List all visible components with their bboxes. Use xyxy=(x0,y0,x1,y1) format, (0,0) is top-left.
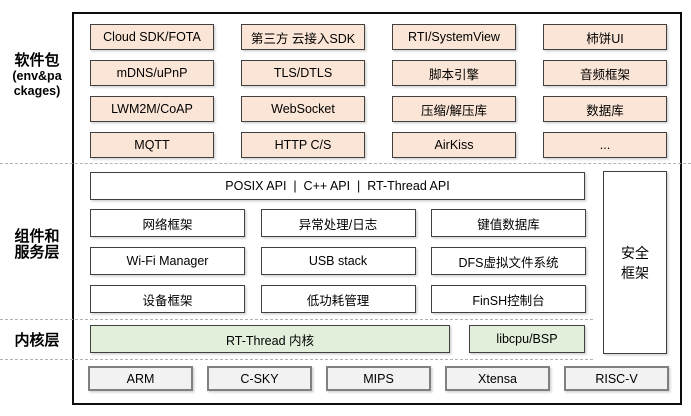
package-box-database: 数据库 xyxy=(543,96,667,122)
package-box-more: ... xyxy=(543,132,667,158)
packages-label-zh: 软件包 xyxy=(14,52,60,69)
arch-box-csky: C-SKY xyxy=(207,366,312,391)
security-framework-box: 安全 框架 xyxy=(603,171,667,354)
component-box-device-framework: 设备框架 xyxy=(90,285,245,313)
package-box-rti-systemview: RTI/SystemView xyxy=(392,24,516,50)
rt-thread-kernel-box: RT-Thread 内核 xyxy=(90,325,450,353)
package-box-websocket: WebSocket xyxy=(241,96,365,122)
api-bar: POSIX API | C++ API | RT-Thread API xyxy=(90,172,585,200)
package-box-mdns-upnp: mDNS/uPnP xyxy=(90,60,214,86)
packages-label-en-line1: (env&pa xyxy=(12,69,62,83)
component-box-exception-log: 异常处理/日志 xyxy=(260,209,416,237)
security-label-line1: 安全 xyxy=(621,244,649,261)
layer-label-packages: 软件包 (env&pa ckages) xyxy=(2,52,72,99)
arch-box-arm: ARM xyxy=(88,366,193,391)
component-box-low-power: 低功耗管理 xyxy=(260,285,416,313)
package-box-mqtt: MQTT xyxy=(90,132,214,158)
component-box-network-framework: 网络框架 xyxy=(90,209,245,237)
package-box-cloud-sdk: Cloud SDK/FOTA xyxy=(90,24,214,50)
layer-label-kernel: 内核层 xyxy=(2,332,72,349)
architectures-row: ARM C-SKY MIPS Xtensa RISC-V xyxy=(88,366,669,391)
package-box-tls-dtls: TLS/DTLS xyxy=(241,60,365,86)
divider-kernel-architectures xyxy=(0,359,593,360)
arch-box-xtensa: Xtensa xyxy=(445,366,550,391)
component-box-finsh-console: FinSH控制台 xyxy=(431,285,586,313)
kernel-label: 内核层 xyxy=(14,332,60,349)
libcpu-bsp-box: libcpu/BSP xyxy=(469,325,585,353)
components-label-line1: 组件和 xyxy=(14,228,60,245)
package-box-http-cs: HTTP C/S xyxy=(241,132,365,158)
components-grid: 网络框架 异常处理/日志 键值数据库 Wi-Fi Manager USB sta… xyxy=(90,209,586,313)
arch-box-riscv: RISC-V xyxy=(564,366,669,391)
component-box-kv-database: 键值数据库 xyxy=(431,209,586,237)
component-box-dfs-filesystem: DFS虚拟文件系统 xyxy=(431,247,586,275)
divider-components-kernel xyxy=(0,319,593,320)
divider-packages-components xyxy=(0,163,691,164)
package-box-airkiss: AirKiss xyxy=(392,132,516,158)
package-box-script-engine: 脚本引擎 xyxy=(392,60,516,86)
layer-label-components: 组件和 服务层 xyxy=(2,229,72,261)
components-label-line2: 服务层 xyxy=(14,244,60,261)
packages-grid: Cloud SDK/FOTA 第三方 云接入SDK RTI/SystemView… xyxy=(90,24,667,158)
component-box-wifi-manager: Wi-Fi Manager xyxy=(90,247,245,275)
package-box-lwm2m-coap: LWM2M/CoAP xyxy=(90,96,214,122)
arch-box-mips: MIPS xyxy=(326,366,431,391)
component-box-usb-stack: USB stack xyxy=(260,247,416,275)
package-box-audio-framework: 音频框架 xyxy=(543,60,667,86)
packages-label-en-line2: ckages) xyxy=(13,84,61,98)
package-box-compression-lib: 压缩/解压库 xyxy=(392,96,516,122)
security-label-line2: 框架 xyxy=(621,264,649,281)
package-box-third-party-cloud-sdk: 第三方 云接入SDK xyxy=(241,24,365,50)
package-box-persimmon-ui: 柿饼UI xyxy=(543,24,667,50)
